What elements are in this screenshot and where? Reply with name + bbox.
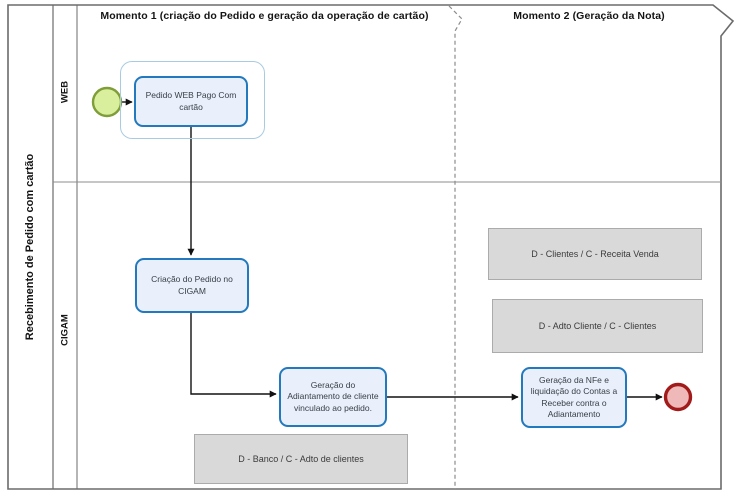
phase-label-momento-1: Momento 1 (criação do Pedido e geração d… [100,10,429,22]
pool-title: Recebimento de Pedido com cartão [24,153,36,341]
web-task-group-frame [120,61,265,139]
phase-divider [448,5,463,489]
task-criacao-pedido-cigam[interactable]: Criação do Pedido no CIGAM [135,258,249,313]
pool-border [7,4,735,490]
flow-criacao-pedido-to-adiantamento [190,313,277,398]
task-pedido-web-pago[interactable]: Pedido WEB Pago Com cartão [134,76,248,127]
task-geracao-nfe-liquidacao[interactable]: Geração da NFe e liquidação do Contas a … [521,367,627,428]
annotation-adto-cliente-clientes[interactable]: D - Adto Cliente / C - Clientes [492,299,703,353]
phase-label-momento-2: Momento 2 (Geração da Nota) [513,10,665,22]
lane-label-cigam: CIGAM [59,314,71,346]
end-event-icon[interactable] [663,382,693,412]
start-event-icon[interactable] [91,86,123,118]
task-geracao-adiantamento[interactable]: Geração do Adiantamento de cliente vincu… [279,367,387,427]
annotation-banco-adto-clientes[interactable]: D - Banco / C - Adto de clientes [194,434,408,484]
lane-label-web: WEB [59,80,71,104]
annotation-clientes-receita-venda[interactable]: D - Clientes / C - Receita Venda [488,228,702,280]
